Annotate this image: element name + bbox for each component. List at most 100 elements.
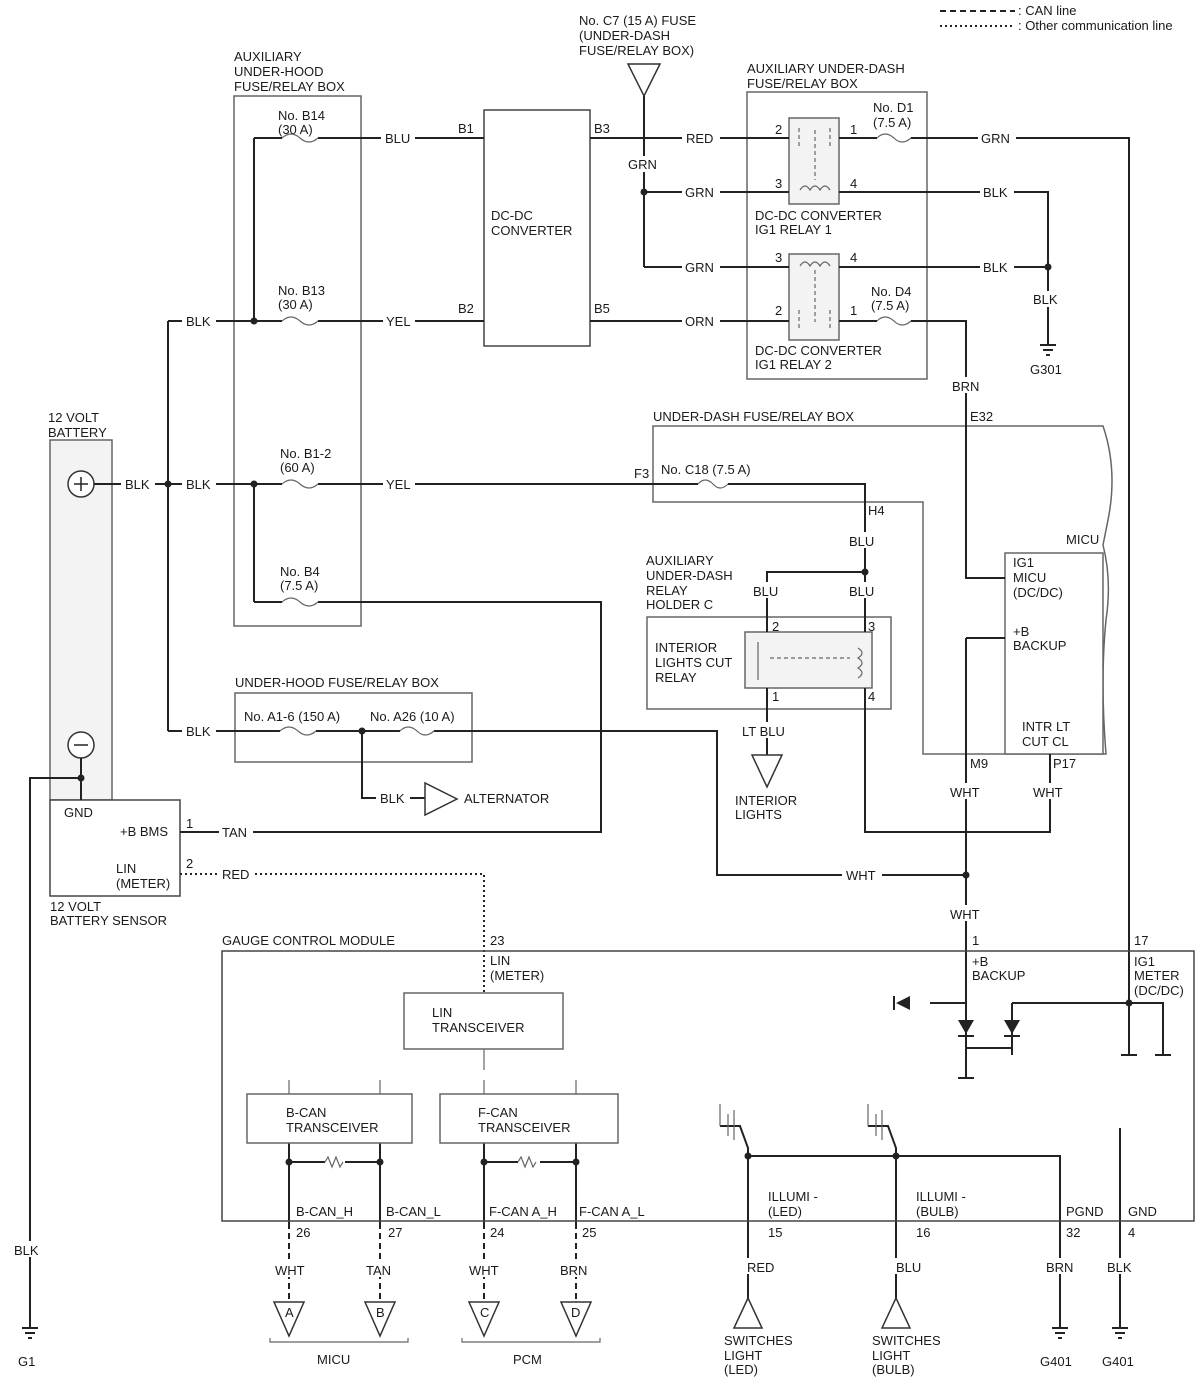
ground-g401-b: G401	[1102, 1354, 1134, 1369]
fuse-b12-label: No. B1-2	[280, 446, 331, 461]
legend-can-line: : CAN line	[1018, 3, 1077, 18]
micu-ig1-1: IG1	[1013, 555, 1034, 570]
r1-pin-3: 3	[775, 176, 782, 191]
bcan-label-1: B-CAN	[286, 1105, 326, 1120]
wire-tan-b: TAN	[366, 1263, 391, 1278]
fuse-c18-label: No. C18 (7.5 A)	[661, 462, 751, 477]
wire-blk-gnd: BLK	[1107, 1260, 1132, 1275]
micu-label: MICU	[1066, 532, 1099, 547]
sensor-bms: +B BMS	[120, 824, 168, 839]
lin-pin-2: (METER)	[490, 968, 544, 983]
sw-led-3: (LED)	[724, 1362, 758, 1377]
pin-32: 32	[1066, 1225, 1080, 1240]
pin-25: 25	[582, 1225, 596, 1240]
battery-sensor: GND +B BMS LIN (METER) 12 VOLT BATTERY S…	[49, 799, 193, 928]
pin-16: 16	[916, 1225, 930, 1240]
int-lights-1: INTERIOR	[735, 793, 797, 808]
interior-lights: INTERIOR LIGHTS	[735, 754, 797, 822]
wire-wht-a: WHT	[275, 1263, 305, 1278]
wire-blu-hc3: BLU	[849, 584, 874, 599]
pin-b3: B3	[594, 121, 610, 136]
holder-title-4: HOLDER C	[646, 597, 713, 612]
sensor-title-2: BATTERY SENSOR	[50, 913, 167, 928]
relay-holder-c: AUXILIARY UNDER-DASH RELAY HOLDER C INTE…	[646, 553, 892, 710]
connector-c: C	[480, 1305, 489, 1320]
dcdc-label-2: CONVERTER	[491, 223, 572, 238]
diodes	[893, 996, 1020, 1037]
pin-24: 24	[490, 1225, 504, 1240]
micu-ig1-3: (DC/DC)	[1013, 585, 1063, 600]
dcdc-label-1: DC-DC	[491, 208, 533, 223]
under-dash-title: UNDER-DASH FUSE/RELAY BOX	[653, 409, 854, 424]
r1-pin-1: 1	[850, 122, 857, 137]
sw-bulb-2: LIGHT	[872, 1348, 910, 1363]
legend-other-line: : Other communication line	[1018, 18, 1173, 33]
bcan-h-label: B-CAN_H	[296, 1204, 353, 1219]
hc-pin-2: 2	[772, 619, 779, 634]
legend: : CAN line : Other communication line	[940, 3, 1173, 33]
aux-dash-title-2: FUSE/RELAY BOX	[747, 76, 858, 91]
relay2-label-2: IG1 RELAY 2	[755, 357, 832, 372]
aux-hood-title-3: FUSE/RELAY BOX	[234, 79, 345, 94]
wire-blk-g301: BLK	[1033, 292, 1058, 307]
int-relay-2: LIGHTS CUT	[655, 655, 732, 670]
fuse-symbols	[279, 133, 912, 736]
hc-pin-3: 3	[868, 619, 875, 634]
fuse-a16: No. A1-6 (150 A)	[244, 709, 340, 724]
micu-backup-1: +B	[1013, 624, 1029, 639]
wire-grn-c7: GRN	[628, 157, 657, 172]
fuse-c7: No. C7 (15 A) FUSE (UNDER-DASH FUSE/RELA…	[579, 13, 696, 98]
sensor-gnd: GND	[64, 805, 93, 820]
holder-title-2: UNDER-DASH	[646, 568, 733, 583]
gcm-ig1-1: IG1	[1134, 954, 1155, 969]
wire-blu-hc2: BLU	[753, 584, 778, 599]
holder-title-3: RELAY	[646, 583, 688, 598]
fcan-label-2: TRANSCEIVER	[478, 1120, 570, 1135]
battery: 12 VOLT BATTERY	[48, 410, 113, 801]
connector-b: B	[376, 1305, 385, 1320]
wire-grn-r1: GRN	[685, 185, 714, 200]
sw-led-1: SWITCHES	[724, 1333, 793, 1348]
wire-b14-blu: BLU	[385, 131, 410, 146]
fuse-d1-label: No. D1	[873, 100, 913, 115]
illumi-bulb-2: (BULB)	[916, 1204, 959, 1219]
gcm-backup-2: BACKUP	[972, 968, 1025, 983]
illumi-led-1: ILLUMI -	[768, 1189, 818, 1204]
wire-batt-blk: BLK	[125, 477, 150, 492]
pgnd-label: PGND	[1066, 1204, 1104, 1219]
int-relay-3: RELAY	[655, 670, 697, 685]
r2-pin-1: 1	[850, 303, 857, 318]
sw-bulb-1: SWITCHES	[872, 1333, 941, 1348]
relay1-label-1: DC-DC CONVERTER	[755, 208, 882, 223]
under-hood-box: UNDER-HOOD FUSE/RELAY BOX No. A1-6 (150 …	[234, 675, 473, 763]
fuse-b12-rating: (60 A)	[280, 460, 315, 475]
connector-a: A	[285, 1305, 294, 1320]
pin-15: 15	[768, 1225, 782, 1240]
wire-bus-blk-3: BLK	[186, 724, 211, 739]
pin-m9: M9	[970, 756, 988, 771]
wire-blu-h4: BLU	[849, 534, 874, 549]
lin-tr-1: LIN	[432, 1005, 452, 1020]
wire-brn-e32: BRN	[952, 379, 979, 394]
group-pcm: PCM	[513, 1352, 542, 1367]
wire-blu-bulb: BLU	[896, 1260, 921, 1275]
aux-hood-title-2: UNDER-HOOD	[234, 64, 324, 79]
wire-b13-yel: YEL	[386, 314, 411, 329]
sw-bulb-3: (BULB)	[872, 1362, 915, 1377]
fuse-a26: No. A26 (10 A)	[370, 709, 455, 724]
gcm-ig1-2: METER	[1134, 968, 1180, 983]
gcm-pin-1: 1	[972, 933, 979, 948]
pin-e32: E32	[970, 409, 993, 424]
sensor-pin-2: 2	[186, 856, 193, 871]
sensor-lin-1: LIN	[116, 861, 136, 876]
gcm-pin-23: 23	[490, 933, 504, 948]
gcm-backup-1: +B	[972, 954, 988, 969]
illumi-led-2: (LED)	[768, 1204, 802, 1219]
pin-27: 27	[388, 1225, 402, 1240]
fuse-b4-label: No. B4	[280, 564, 320, 579]
bcan-label-2: TRANSCEIVER	[286, 1120, 378, 1135]
connector-d: D	[571, 1305, 580, 1320]
alternator: ALTERNATOR	[424, 781, 549, 817]
micu-backup-2: BACKUP	[1013, 638, 1066, 653]
aux-under-hood-box: AUXILIARY UNDER-HOOD FUSE/RELAY BOX No. …	[233, 49, 362, 627]
